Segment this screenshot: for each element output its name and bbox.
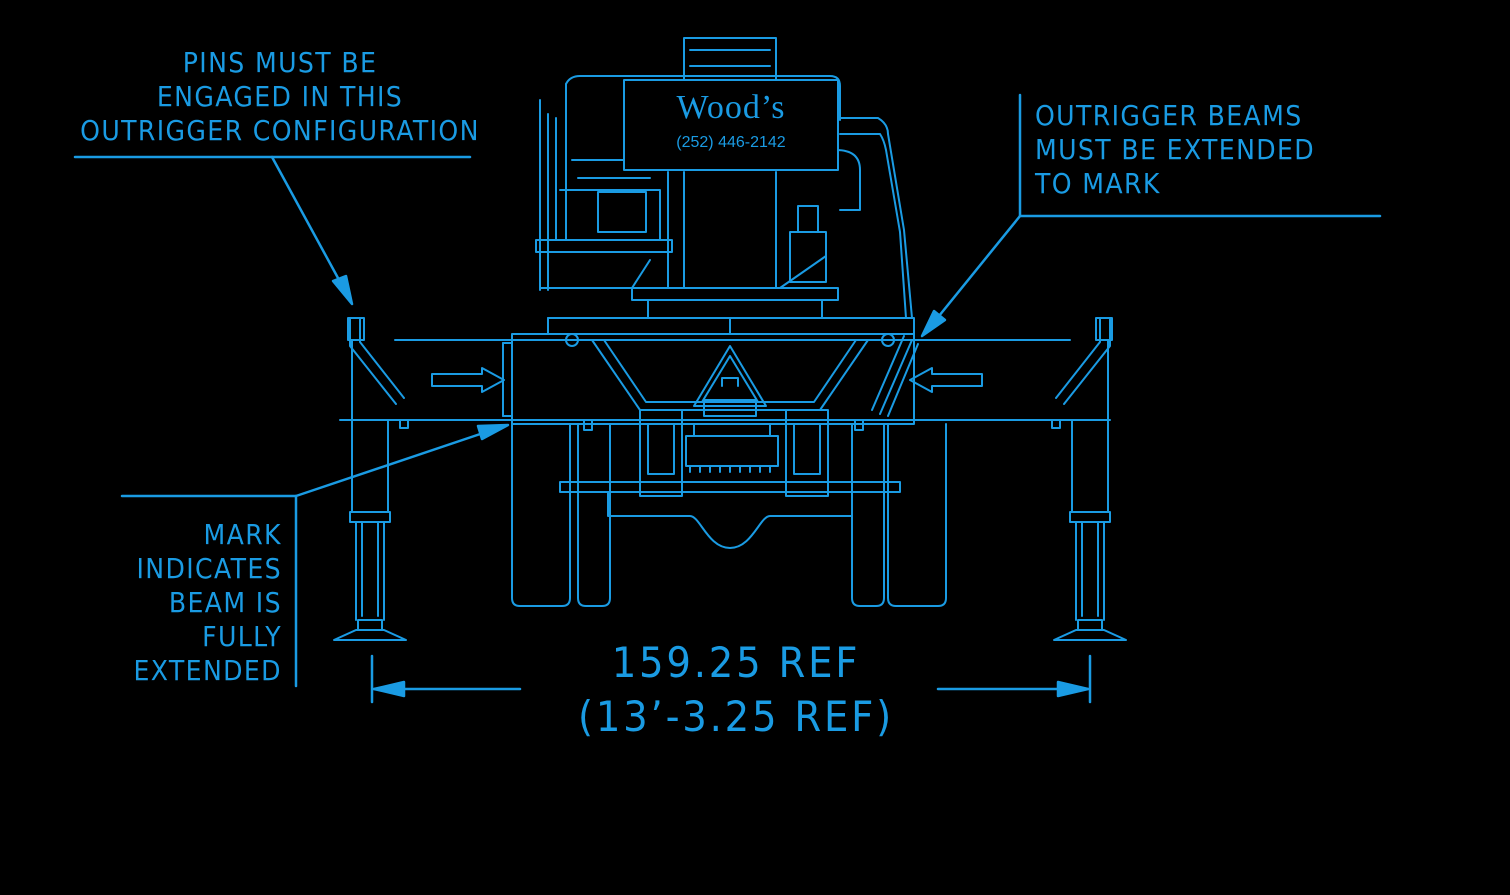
beams-note-line: MUST BE EXTENDED: [1035, 133, 1316, 166]
pins-note: PINS MUST BE ENGAGED IN THIS OUTRIGGER C…: [64, 46, 496, 148]
beams-note-line: TO MARK: [1035, 167, 1161, 200]
mark-note-line: INDICATES: [136, 552, 282, 585]
mark-note-line: FULLY: [202, 620, 282, 653]
mark-note-line: MARK: [203, 518, 282, 551]
right-outrigger-leg: [1054, 318, 1126, 640]
beams-note: OUTRIGGER BEAMS MUST BE EXTENDED TO MARK: [1035, 99, 1315, 201]
tires: [512, 424, 946, 606]
crane-structure: [536, 38, 914, 346]
beams-note-line: OUTRIGGER BEAMS: [1035, 99, 1303, 132]
dimension-main: 159.25 REF: [611, 638, 861, 687]
mark-note: MARK INDICATES BEAM IS FULLY EXTENDED: [134, 518, 282, 688]
right-pin-bar: [872, 336, 918, 416]
logo-panel: [624, 80, 838, 170]
mark-note-line: EXTENDED: [133, 654, 282, 687]
pins-note-line: PINS MUST BE: [182, 46, 378, 79]
valve-block: [640, 410, 828, 496]
dimension-lines: [372, 656, 1090, 702]
pins-note-line: ENGAGED IN THIS: [156, 80, 404, 113]
brand-phone: (252) 446-2142: [676, 134, 786, 151]
center-frame: [592, 340, 868, 416]
pins-note-line: OUTRIGGER CONFIGURATION: [80, 114, 480, 147]
outrigger-beam: [340, 334, 1110, 430]
left-outrigger-leg: [334, 318, 406, 640]
leader-lines: [75, 95, 1380, 686]
mark-note-line: BEAM IS: [168, 586, 282, 619]
beam-arrows: [432, 368, 982, 392]
brand-name: Wood’s: [676, 89, 786, 126]
dimension-sub: (13’-3.25 REF): [578, 692, 894, 741]
axle-housing: [560, 482, 900, 548]
